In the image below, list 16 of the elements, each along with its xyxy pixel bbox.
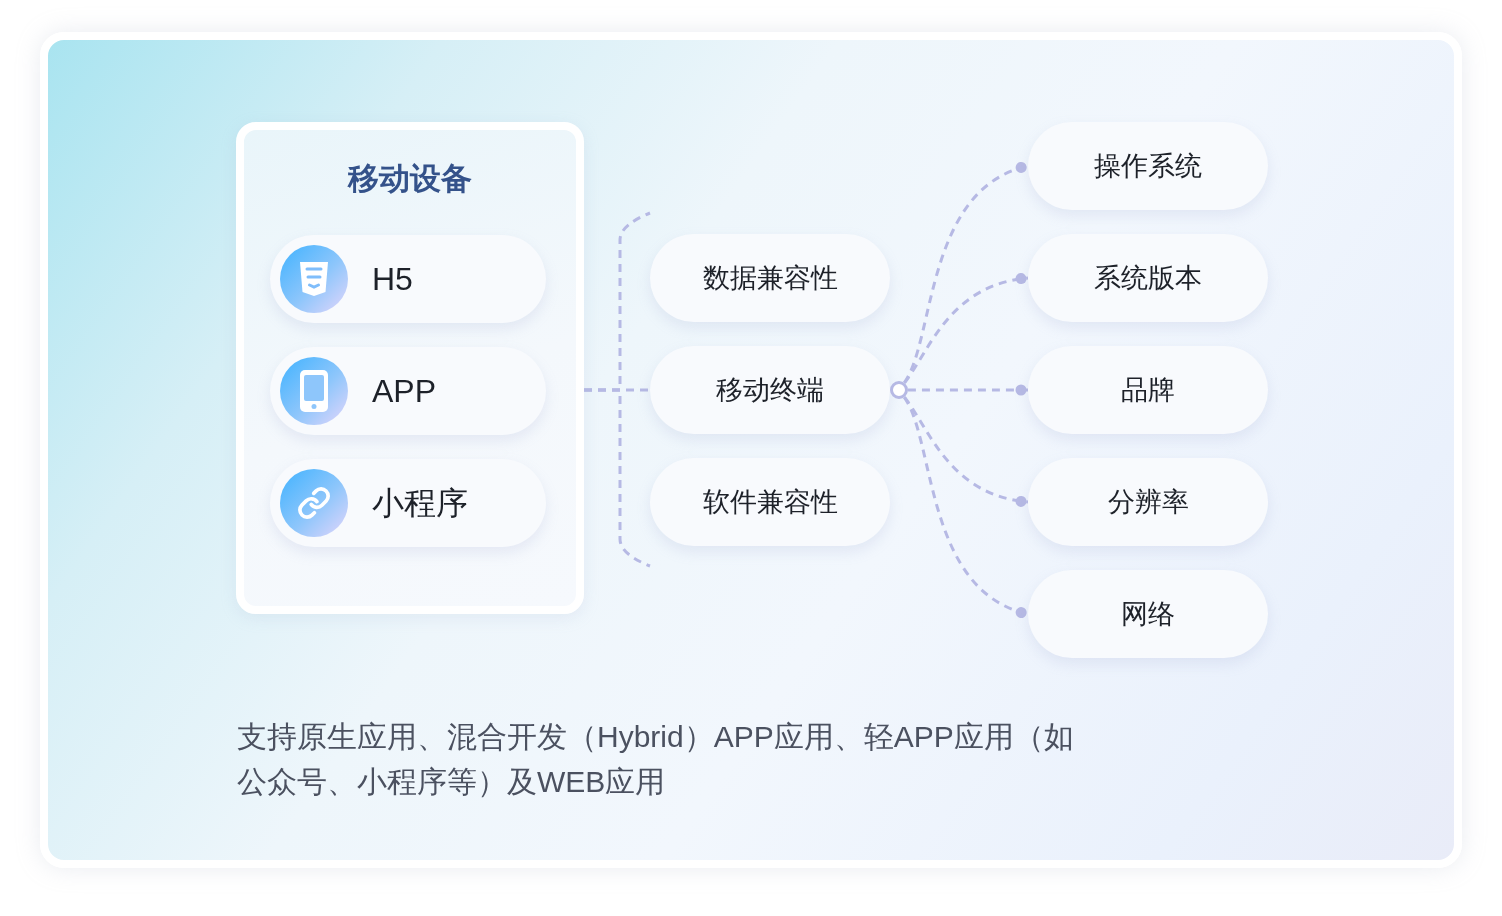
platform-label: H5 <box>372 260 413 299</box>
feature-label: 操作系统 <box>1094 150 1202 183</box>
connector <box>908 384 1028 396</box>
feature-label: 软件兼容性 <box>702 486 838 519</box>
feature-label: 分辨率 <box>1107 486 1189 519</box>
feature-label: 移动终端 <box>716 374 824 407</box>
platform-label: 小程序 <box>372 484 468 523</box>
panel-heading: 移动设备 <box>346 160 473 198</box>
bracket-connector <box>584 388 651 568</box>
platform-label: APP <box>372 372 437 411</box>
feature-label: 网络 <box>1121 598 1175 631</box>
feature-label: 品牌 <box>1121 374 1175 407</box>
group-panel <box>236 122 584 614</box>
feature-label: 数据兼容性 <box>702 262 838 295</box>
caption: 支持原生应用、混合开发（Hybrid）APP应用、轻APP应用（如公众号、小程序等）及WEB应用 <box>237 719 1075 800</box>
feature-label: 系统版本 <box>1094 262 1202 295</box>
